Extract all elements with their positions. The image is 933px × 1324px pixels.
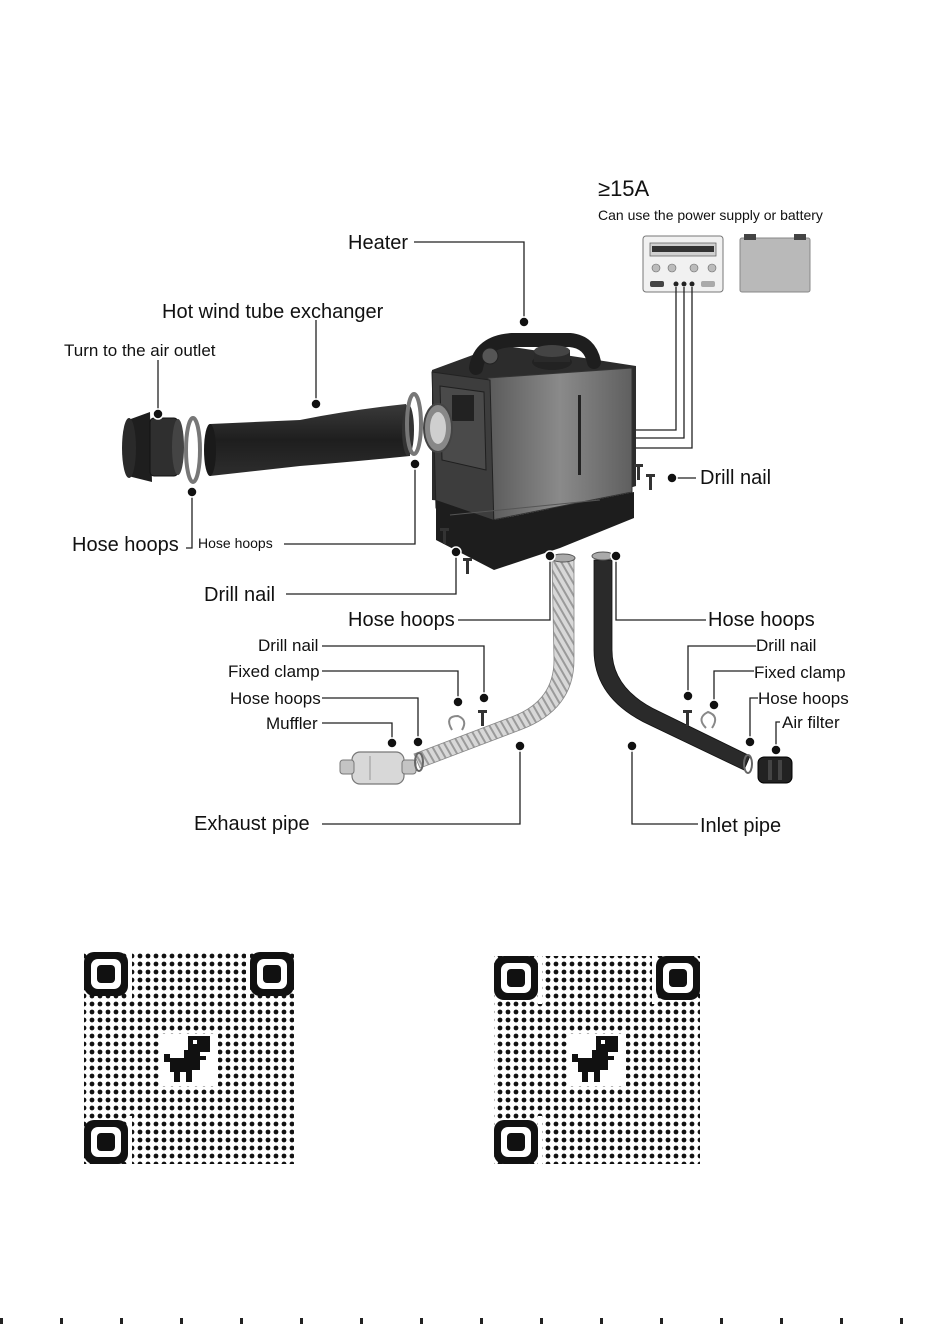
- label-hose-hoops-left-lower: Hose hoops: [230, 689, 321, 708]
- heater-unit: [424, 340, 636, 570]
- air-filter: [758, 757, 792, 783]
- clamp-right: [701, 712, 715, 728]
- page-edge-strip: [0, 1318, 933, 1324]
- label-heater: Heater: [348, 232, 408, 254]
- label-hose-hoops-right-lower: Hose hoops: [758, 689, 849, 708]
- clamp-left: [449, 716, 464, 730]
- label-hot-wind-tube: Hot wind tube exchanger: [162, 301, 384, 323]
- power-note: Can use the power supply or battery: [598, 207, 823, 223]
- label-drill-nail-left-small: Drill nail: [258, 636, 318, 655]
- exhaust-pipe: [414, 554, 575, 768]
- label-inlet-pipe: Inlet pipe: [700, 815, 781, 837]
- qr-code-icon[interactable]: [84, 952, 294, 1164]
- label-exhaust-pipe: Exhaust pipe: [194, 813, 310, 835]
- power-rating: ≥15A: [598, 176, 650, 201]
- label-air-outlet: Turn to the air outlet: [64, 341, 216, 360]
- label-hose-hoops-left-small: Hose hoops: [198, 535, 273, 551]
- label-drill-nail-bottom: Drill nail: [204, 584, 275, 606]
- hot-wind-tube: [204, 404, 414, 476]
- qr-code-icon[interactable]: [494, 956, 700, 1164]
- label-fixed-clamp-right: Fixed clamp: [754, 663, 846, 682]
- label-air-filter: Air filter: [782, 713, 840, 732]
- battery-icon: [740, 234, 810, 292]
- label-drill-nail-right-small: Drill nail: [756, 636, 816, 655]
- label-fixed-clamp-left: Fixed clamp: [228, 662, 320, 681]
- label-hose-hoops-inlet-top: Hose hoops: [708, 609, 815, 631]
- muffler: [340, 752, 416, 784]
- label-hose-hoops-left-big: Hose hoops: [72, 534, 179, 556]
- dinosaur-icon: [160, 1034, 218, 1086]
- label-hose-hoops-exhaust-top: Hose hoops: [348, 609, 455, 631]
- label-drill-nail-right: Drill nail: [700, 467, 771, 489]
- power-supply-unit: [643, 236, 723, 292]
- dinosaur-icon: [568, 1034, 626, 1086]
- hose-hoop-left: [186, 418, 200, 482]
- label-muffler: Muffler: [266, 714, 318, 733]
- air-outlet: [122, 412, 184, 482]
